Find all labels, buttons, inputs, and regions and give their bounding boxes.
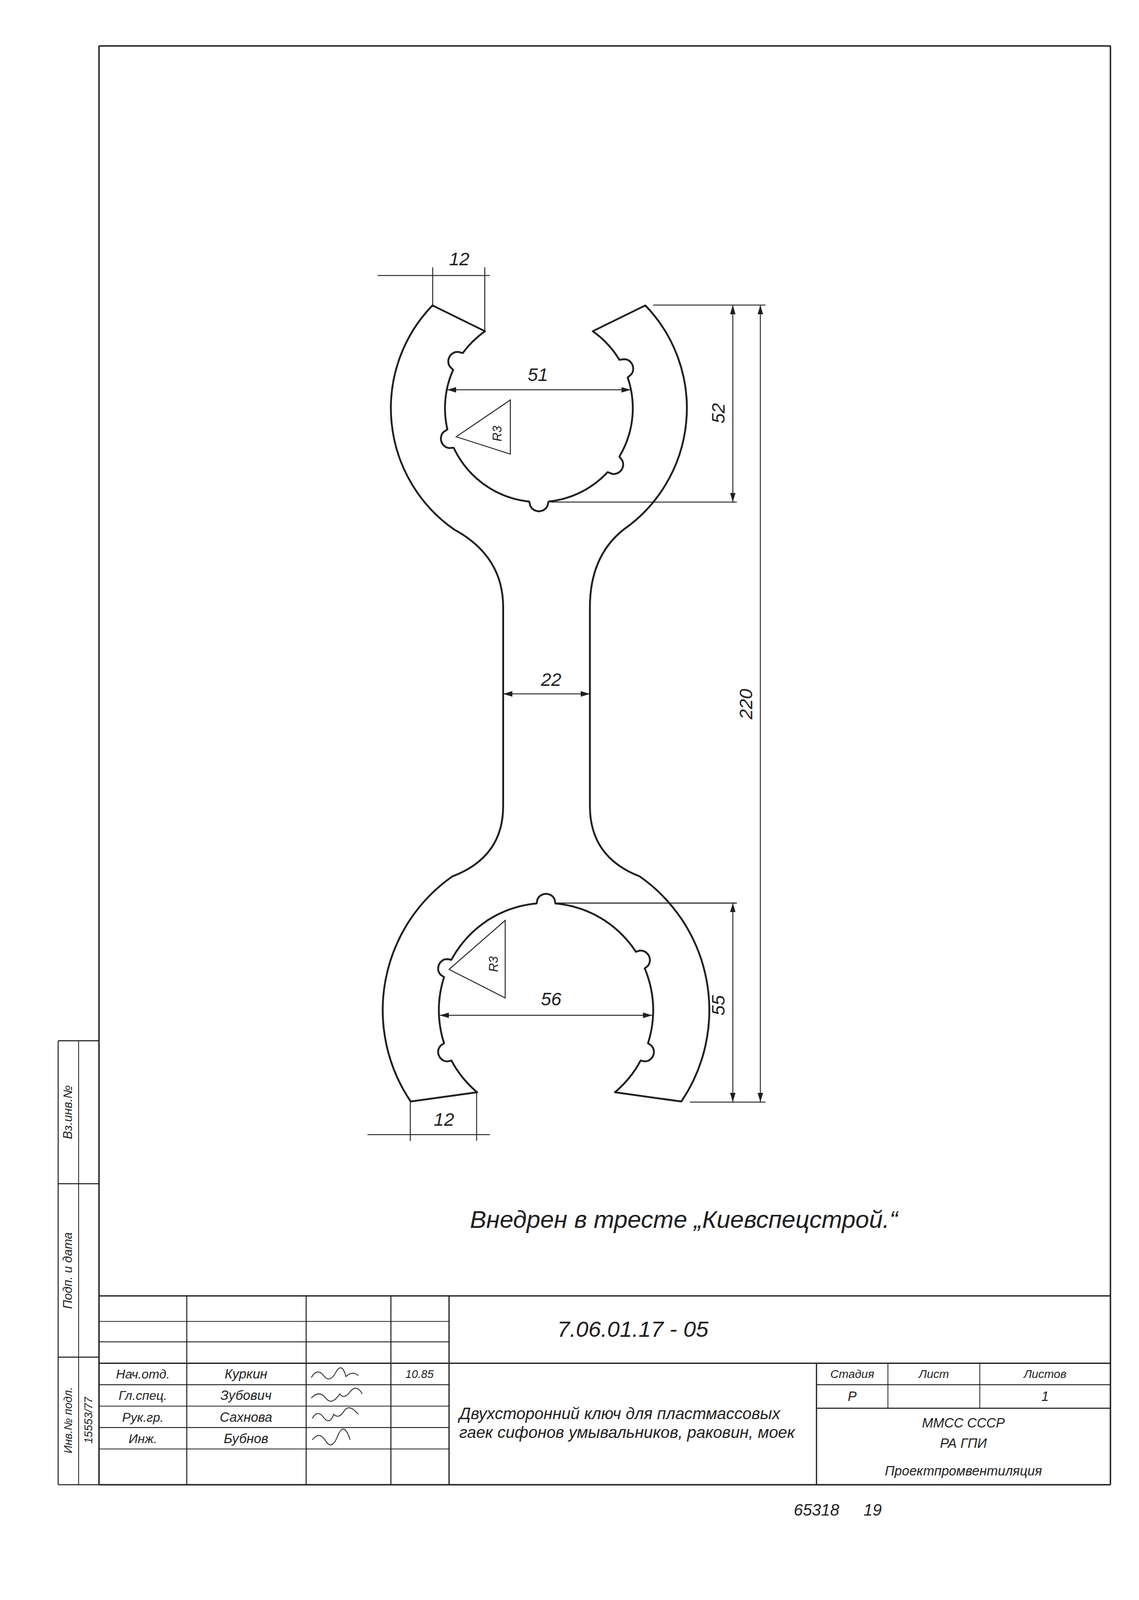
note-text: Внедрен в тресте „Киевспецстрой.“ — [470, 1205, 899, 1234]
dimension-line — [690, 1101, 766, 1104]
dimension-line — [439, 1014, 653, 1016]
dimension-text: 12 — [433, 1109, 455, 1131]
signatures — [311, 1367, 363, 1445]
frame-line — [887, 1363, 889, 1409]
frame-line — [99, 1448, 450, 1450]
margin-cell: 15553/77 — [82, 1397, 96, 1445]
title-cell: Нач.отд. — [115, 1367, 170, 1382]
title-cell: 1 — [1041, 1389, 1049, 1405]
frame-line — [448, 1296, 450, 1486]
frame-line — [390, 1296, 392, 1486]
dimension-line — [484, 267, 486, 331]
title-cell: Зубович — [220, 1388, 272, 1404]
frame-line — [305, 1296, 307, 1486]
title-cell: Р — [847, 1389, 857, 1405]
dimension-text: 220 — [735, 689, 757, 720]
title-cell: Гл.спец. — [118, 1388, 168, 1404]
title-cell: Листов — [1023, 1367, 1067, 1382]
dimension-line — [556, 902, 738, 904]
frame-line — [99, 1384, 450, 1386]
margin-cell: Инв.№ подл. — [62, 1387, 76, 1454]
dimension-text: 51 — [527, 363, 548, 385]
title-cell: Сахнова — [219, 1410, 273, 1426]
dimension-text: 55 — [707, 995, 729, 1016]
dimension-text: 22 — [541, 669, 562, 691]
dimension-line — [550, 501, 737, 503]
frame-line — [99, 1427, 450, 1429]
organization: ММСС СССР — [922, 1416, 1006, 1432]
organization: Проектпромвентиляция — [885, 1464, 1043, 1480]
dimension-line — [760, 304, 762, 1102]
frame-line — [78, 1040, 80, 1486]
title-description: Двухсторонний ключ для пластмассовых гае… — [459, 1404, 807, 1443]
dimension-line — [447, 389, 631, 391]
sheet-number: 65318 — [793, 1501, 840, 1521]
frame-line — [816, 1384, 1111, 1386]
dimension-text: 52 — [707, 402, 729, 424]
frame-line — [58, 1356, 100, 1358]
dimension-line — [367, 1134, 491, 1136]
title-cell: Лист — [919, 1367, 950, 1382]
frame-line — [99, 1363, 1111, 1365]
sheet-number: 19 — [863, 1501, 883, 1521]
signature — [311, 1367, 359, 1380]
margin-cell: Подп. и дата — [61, 1232, 76, 1309]
dimension-line — [377, 275, 490, 277]
radius-leader — [448, 920, 506, 999]
frame-line — [99, 1321, 450, 1323]
frame-line — [99, 45, 1111, 47]
frame-line — [815, 1363, 817, 1486]
frame-line — [99, 1405, 450, 1407]
organization: РА ГПИ — [939, 1436, 987, 1452]
title-cell: Куркин — [224, 1367, 268, 1383]
dimension-text: 56 — [541, 988, 562, 1010]
margin-cell: Вз.инв.№ — [61, 1085, 76, 1139]
radius-text: R3 — [491, 425, 506, 442]
radius-leader — [456, 400, 511, 455]
dimension-line — [503, 693, 590, 695]
frame-line — [1109, 45, 1112, 1486]
frame-line — [979, 1363, 981, 1409]
frame-line — [186, 1296, 188, 1486]
dimension-line — [732, 903, 734, 1103]
frame-line — [98, 45, 101, 1486]
title-cell: Рук.гр. — [121, 1410, 164, 1425]
title-cell: 10.85 — [405, 1368, 434, 1382]
title-cell: Бубнов — [223, 1431, 268, 1447]
dimension-lines — [367, 267, 766, 1142]
designation: 7.06.01.17 - 05 — [557, 1316, 709, 1343]
dimension-line — [432, 267, 434, 305]
frame-line — [58, 1183, 100, 1185]
wrench-contour — [382, 305, 710, 1102]
radius-text: R3 — [486, 956, 501, 973]
signature — [312, 1429, 350, 1446]
dimension-line — [732, 304, 734, 502]
frame-line — [816, 1407, 1111, 1410]
frame-line — [99, 1295, 1111, 1297]
frame-line — [99, 1341, 450, 1343]
dimension-text: 12 — [448, 248, 470, 270]
dimension-line — [653, 304, 766, 306]
frame-line — [57, 1040, 59, 1486]
title-cell: Инж. — [128, 1431, 158, 1447]
frame-line — [99, 1484, 1111, 1486]
signature — [312, 1407, 359, 1422]
wrench-outline — [382, 305, 710, 1102]
signature — [311, 1388, 363, 1402]
sheet-frame — [58, 45, 1111, 1486]
dimension-line — [475, 1093, 477, 1142]
title-cell: Стадия — [830, 1367, 875, 1382]
